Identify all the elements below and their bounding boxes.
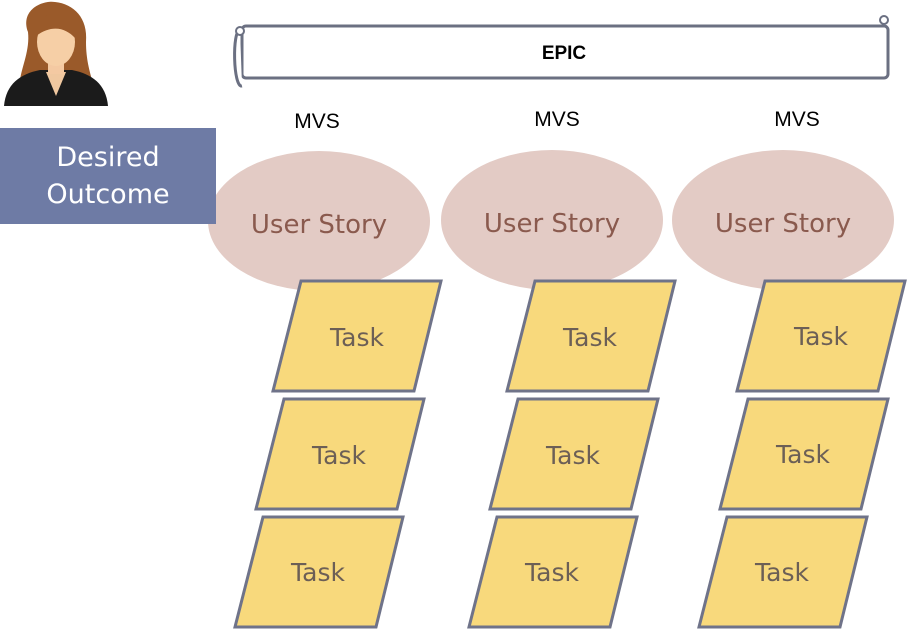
user-story-ellipse xyxy=(208,151,430,291)
task-label: Task xyxy=(524,558,579,587)
task-label: Task xyxy=(290,558,345,587)
mvs-label: MVS xyxy=(774,108,820,131)
epic-banner: EPIC xyxy=(233,15,890,88)
task-card xyxy=(467,515,639,629)
user-story-label: User Story xyxy=(715,209,851,239)
task-card xyxy=(271,279,443,393)
user-story-label: User Story xyxy=(484,209,620,239)
column-1: MVS User Story Task Task Task xyxy=(208,110,443,629)
user-story-ellipse xyxy=(672,150,894,290)
user-story-label: User Story xyxy=(251,210,387,240)
task-card xyxy=(233,515,405,629)
epic-label: EPIC xyxy=(542,43,587,64)
column-3: MVS User Story Task Task Task xyxy=(672,108,907,629)
task-label: Task xyxy=(545,441,600,470)
task-label: Task xyxy=(793,322,848,351)
task-card xyxy=(505,279,677,393)
column-2: MVS User Story Task Task Task xyxy=(441,108,677,629)
user-story-ellipse xyxy=(441,150,663,290)
desired-outcome-box: Desired Outcome xyxy=(0,128,216,224)
task-card xyxy=(254,397,426,511)
task-label: Task xyxy=(775,440,830,469)
task-card xyxy=(735,279,907,393)
task-label: Task xyxy=(754,558,809,587)
task-label: Task xyxy=(329,323,384,352)
task-card xyxy=(488,397,660,511)
mvs-label: MVS xyxy=(534,108,580,131)
task-label: Task xyxy=(311,441,366,470)
desired-outcome-line-2: Outcome xyxy=(46,179,170,210)
mvs-label: MVS xyxy=(294,110,340,133)
desired-outcome-line-1: Desired xyxy=(56,142,160,173)
task-card xyxy=(718,397,890,511)
task-label: Task xyxy=(562,323,617,352)
task-card xyxy=(697,515,869,629)
person-avatar-icon xyxy=(4,1,108,106)
